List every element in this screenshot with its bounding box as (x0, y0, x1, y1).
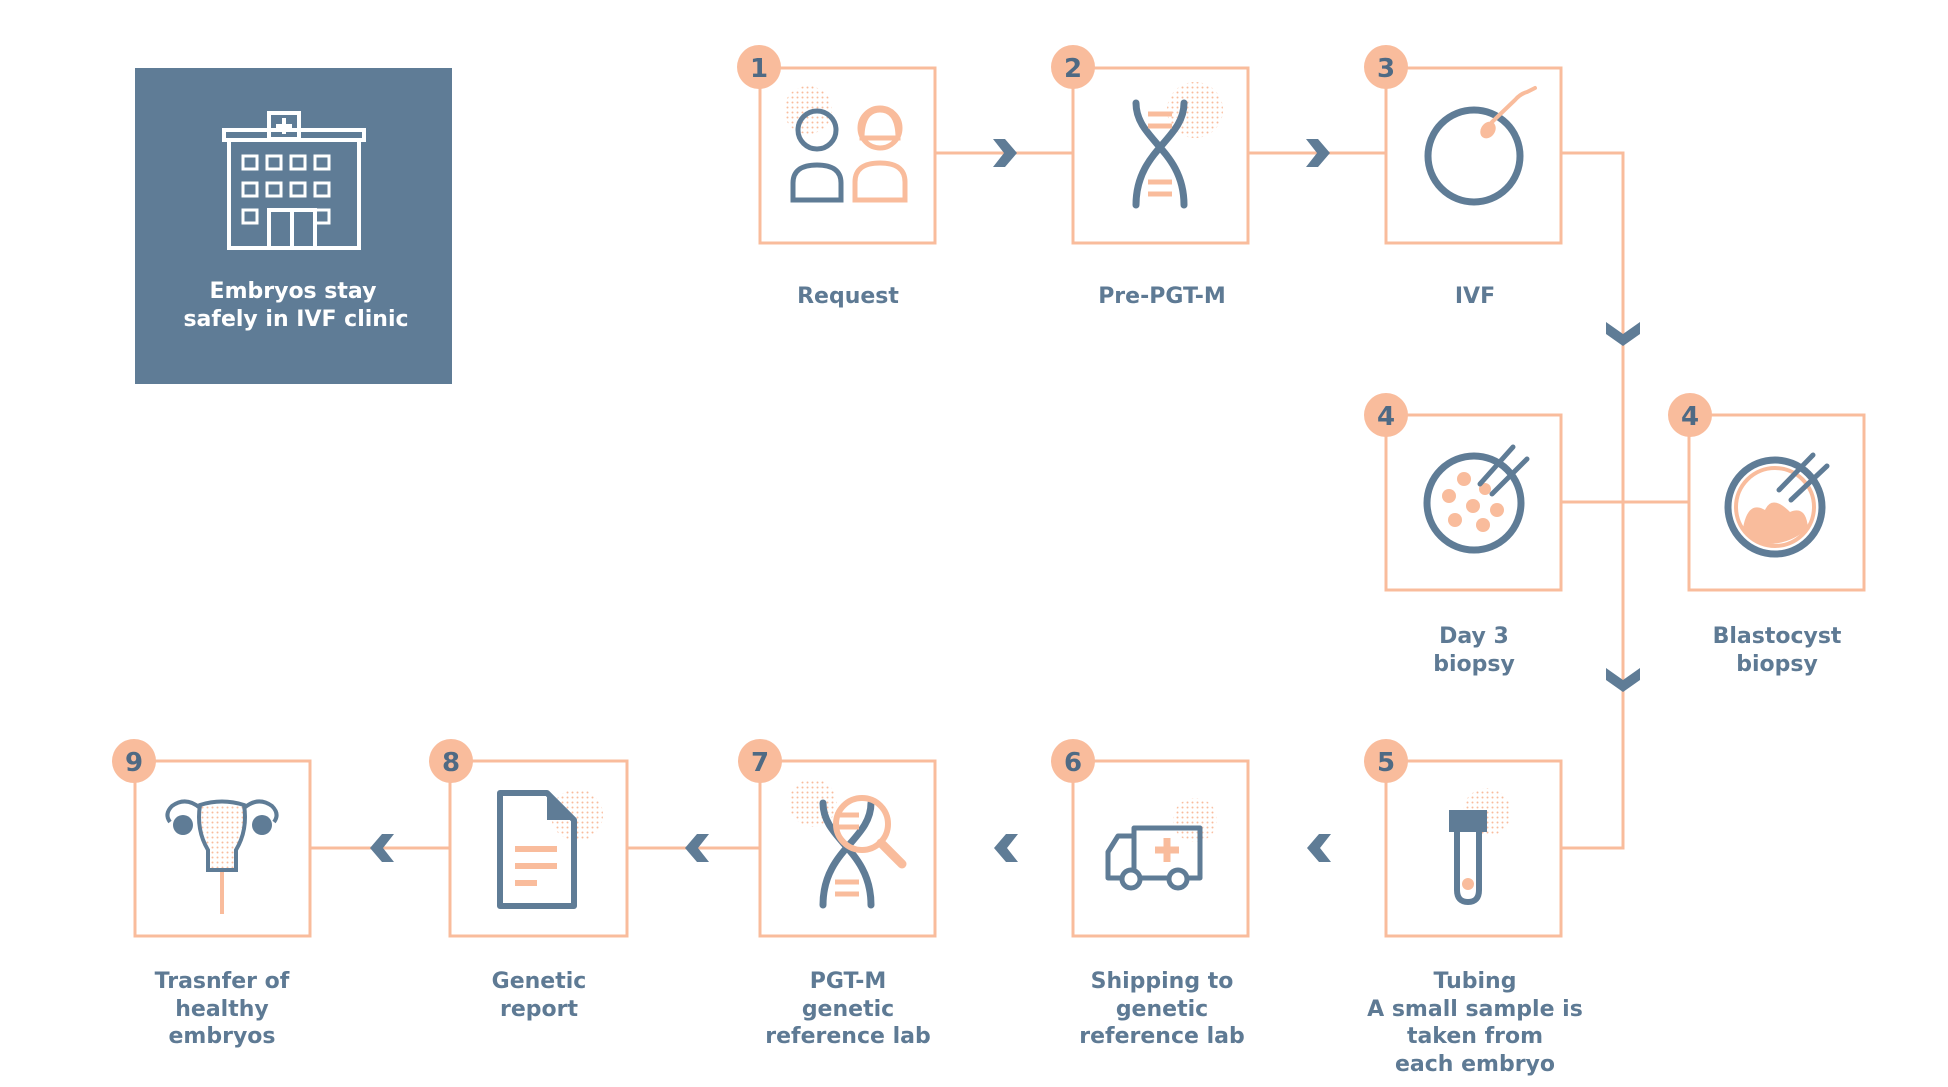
egg-sperm-icon (1424, 86, 1537, 206)
svg-text:4: 4 (1681, 402, 1699, 432)
step-label-5-line1: Tubing (1434, 969, 1517, 994)
step-label-9-line1: Trasnfer of (155, 969, 290, 994)
step-badge-5: 5 (1364, 739, 1408, 783)
step-label-4b-line1: Blastocyst (1713, 624, 1842, 649)
hospital-icon (222, 111, 366, 250)
svg-text:5: 5 (1377, 748, 1395, 778)
step-badge-8: 8 (429, 739, 473, 783)
step-badge-9: 9 (112, 739, 156, 783)
dna-icon (1132, 82, 1223, 209)
step-labels: Request Pre-PGT-M IVF Day 3 biopsy Blast… (155, 284, 1842, 1077)
day3-embryo-biopsy-icon (1423, 444, 1530, 554)
step-label-8-line2: report (500, 997, 578, 1022)
dna-magnifier-icon (789, 779, 907, 909)
step-box-1 (758, 66, 937, 245)
step-label-9-line2: healthy (175, 997, 269, 1022)
step-badge-3: 3 (1364, 45, 1408, 89)
clinic-label-line1: Embryos stay (210, 279, 377, 304)
svg-text:9: 9 (125, 748, 143, 778)
step-badges: 1 2 3 4 4 5 6 7 8 9 (112, 45, 1712, 783)
step-badge-4a: 4 (1364, 393, 1408, 437)
clinic-panel: Embryos stay safely in IVF clinic (135, 68, 452, 384)
svg-text:3: 3 (1377, 54, 1395, 84)
report-document-icon (497, 789, 603, 909)
svg-text:2: 2 (1064, 54, 1082, 84)
step-label-8-line1: Genetic (492, 969, 587, 994)
step-label-2: Pre-PGT-M (1098, 284, 1226, 309)
step-label-6-line1: Shipping to (1091, 969, 1234, 994)
test-tube-icon (1449, 788, 1511, 906)
step-boxes (133, 66, 1866, 938)
step-label-6-line3: reference lab (1079, 1024, 1244, 1049)
ambulance-icon (1105, 798, 1217, 891)
svg-text:4: 4 (1377, 402, 1395, 432)
step-label-4a-line1: Day 3 (1439, 624, 1509, 649)
step-badge-4b: 4 (1668, 393, 1712, 437)
step-badge-2: 2 (1051, 45, 1095, 89)
step-label-5-line3: taken from (1407, 1024, 1543, 1049)
step-label-4b-line2: biopsy (1736, 652, 1818, 677)
step-label-5-line4: each embryo (1395, 1052, 1555, 1077)
flow-arrows (370, 139, 1640, 862)
svg-text:6: 6 (1064, 748, 1082, 778)
step-label-7-line2: genetic (802, 997, 894, 1022)
uterus-icon (165, 799, 279, 914)
arrow-left-icon (370, 834, 394, 862)
svg-text:8: 8 (442, 748, 460, 778)
step-badge-7: 7 (738, 739, 782, 783)
step-label-7-line1: PGT-M (810, 969, 887, 994)
blastocyst-biopsy-icon (1724, 452, 1830, 558)
step-label-7-line3: reference lab (765, 1024, 930, 1049)
step-label-1: Request (797, 284, 899, 309)
step-label-9-line3: embryos (169, 1024, 276, 1049)
arrow-left-icon (1307, 834, 1331, 862)
svg-text:1: 1 (750, 54, 768, 84)
arrow-right-icon (1306, 139, 1330, 167)
step-box-4b (1687, 413, 1866, 592)
step-label-3: IVF (1455, 284, 1495, 309)
step-box-5 (1384, 759, 1563, 938)
arrow-down-icon (1606, 668, 1640, 692)
step-label-5-line2: A small sample is (1367, 997, 1583, 1022)
arrow-left-icon (994, 834, 1018, 862)
svg-text:7: 7 (751, 748, 769, 778)
step-label-4a-line2: biopsy (1433, 652, 1515, 677)
step-badge-6: 6 (1051, 739, 1095, 783)
step-label-6-line2: genetic (1116, 997, 1208, 1022)
clinic-label-line2: safely in IVF clinic (183, 307, 408, 332)
couple-icon (784, 86, 908, 203)
step-badge-1: 1 (737, 45, 781, 89)
arrow-left-icon (685, 834, 709, 862)
step-box-3 (1384, 66, 1563, 245)
arrow-down-icon (1606, 322, 1640, 346)
step-box-2 (1071, 66, 1250, 245)
arrow-right-icon (993, 139, 1017, 167)
